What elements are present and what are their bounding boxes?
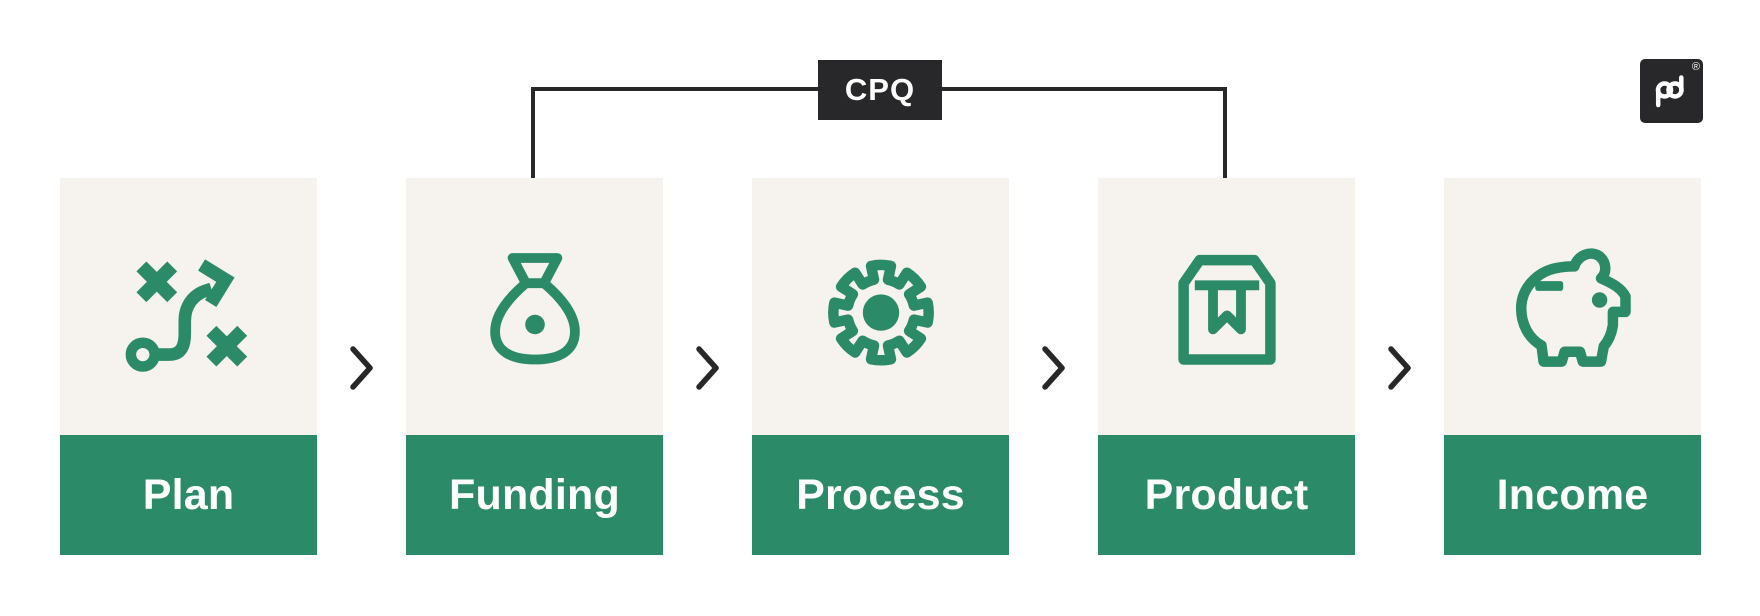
plan-label-bar: Plan bbox=[60, 435, 317, 555]
chevron-right-icon bbox=[349, 345, 375, 391]
income-label-bar: Income bbox=[1444, 435, 1701, 555]
step-label: Plan bbox=[142, 470, 235, 519]
step-income: Income bbox=[1444, 178, 1701, 555]
funding-label-bar: Funding bbox=[406, 435, 663, 555]
funding-icon-tile bbox=[406, 178, 663, 435]
money-bag-icon bbox=[489, 252, 580, 364]
product-label-bar: Product bbox=[1098, 435, 1355, 555]
pandadoc-logo: ® bbox=[1640, 59, 1703, 123]
income-icon-tile bbox=[1444, 178, 1701, 435]
plan-icon-tile bbox=[60, 178, 317, 435]
piggy-bank-icon bbox=[1515, 247, 1631, 367]
process-label-bar: Process bbox=[752, 435, 1009, 555]
strategy-icon bbox=[125, 258, 247, 372]
chevron-right-icon bbox=[1387, 345, 1413, 391]
gear-icon bbox=[827, 259, 934, 366]
step-label: Funding bbox=[449, 470, 620, 519]
pd-logo-icon bbox=[1655, 75, 1684, 108]
step-label: Product bbox=[1144, 470, 1309, 519]
chevron-right-icon bbox=[695, 345, 721, 391]
step-plan: Plan bbox=[60, 178, 317, 555]
registered-mark: ® bbox=[1691, 61, 1700, 73]
step-label: Income bbox=[1496, 470, 1649, 519]
process-icon-tile bbox=[752, 178, 1009, 435]
step-process: Process bbox=[752, 178, 1009, 555]
cpq-label: CPQ bbox=[844, 72, 916, 107]
chevron-right-icon bbox=[1041, 345, 1067, 391]
product-icon-tile bbox=[1098, 178, 1355, 435]
cpq-tag: CPQ bbox=[818, 60, 942, 120]
step-product: Product bbox=[1098, 178, 1355, 555]
package-icon bbox=[1177, 254, 1276, 365]
step-label: Process bbox=[796, 470, 965, 519]
step-funding: Funding bbox=[406, 178, 663, 555]
